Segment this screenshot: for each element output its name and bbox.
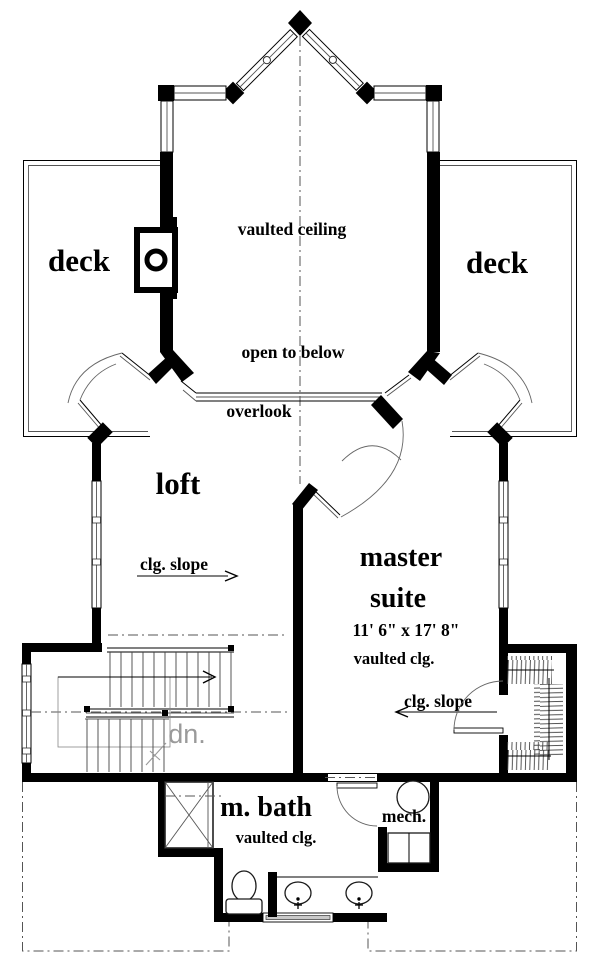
stair-treads-lower — [86, 719, 165, 772]
flue-icon — [144, 248, 168, 272]
overlook-railing — [180, 380, 382, 402]
overlook-label: overlook — [226, 401, 291, 421]
mech-room — [378, 780, 439, 872]
closet-door — [453, 680, 504, 734]
mech-equipment — [387, 832, 431, 864]
water-heater-icon — [396, 780, 430, 814]
loft-walls — [87, 422, 113, 648]
roof-outline — [22, 782, 577, 952]
deck-left — [23, 160, 160, 437]
loft-label: loft — [156, 466, 201, 501]
master-entry — [309, 374, 412, 519]
master-clg-slope-label: clg. slope — [404, 691, 472, 711]
stairs-dn-label: dn. — [168, 719, 206, 749]
prow-peak-post — [288, 10, 312, 36]
stair-treads-upper — [109, 652, 232, 707]
stairs — [21, 634, 303, 782]
master-label-line1: master — [360, 542, 442, 573]
open-to-below-label: open to below — [241, 342, 344, 362]
toilet — [225, 870, 263, 915]
mech-label: mech. — [382, 806, 426, 826]
stair-direction-arrow-icon — [202, 670, 217, 684]
great-room-walls — [134, 152, 452, 385]
deck-right-label: deck — [466, 245, 529, 280]
master-clg-slope: clg. slope — [394, 691, 497, 718]
deck-left-doors — [67, 352, 153, 431]
m-bath-label: m. bath — [220, 792, 312, 823]
great-room-label: vaulted ceiling — [238, 219, 347, 239]
master-vaulted-clg: vaulted clg. — [354, 649, 435, 668]
vanity-double-sink — [277, 876, 378, 909]
shower — [164, 781, 223, 849]
fireplace-chimney — [134, 227, 178, 293]
master-closet — [440, 644, 577, 782]
deck-left-label: deck — [48, 243, 111, 278]
bath-vaulted-clg: vaulted clg. — [236, 828, 317, 847]
master-dimensions: 11' 6" x 17' 8" — [353, 620, 460, 640]
loft-clg-slope-label: clg. slope — [140, 554, 208, 574]
deck-right — [440, 160, 577, 437]
master-walls — [292, 422, 513, 775]
loft-clg-slope: clg. slope — [137, 554, 239, 582]
slope-arrow-right-icon — [224, 570, 239, 582]
master-label-line2: suite — [370, 583, 426, 614]
bath-window — [262, 912, 334, 923]
slope-arrow-left-icon — [394, 706, 409, 718]
bath-door — [336, 782, 378, 827]
closet-rods — [503, 656, 563, 770]
deck-right-doors — [447, 352, 533, 431]
master-bath — [158, 773, 440, 923]
